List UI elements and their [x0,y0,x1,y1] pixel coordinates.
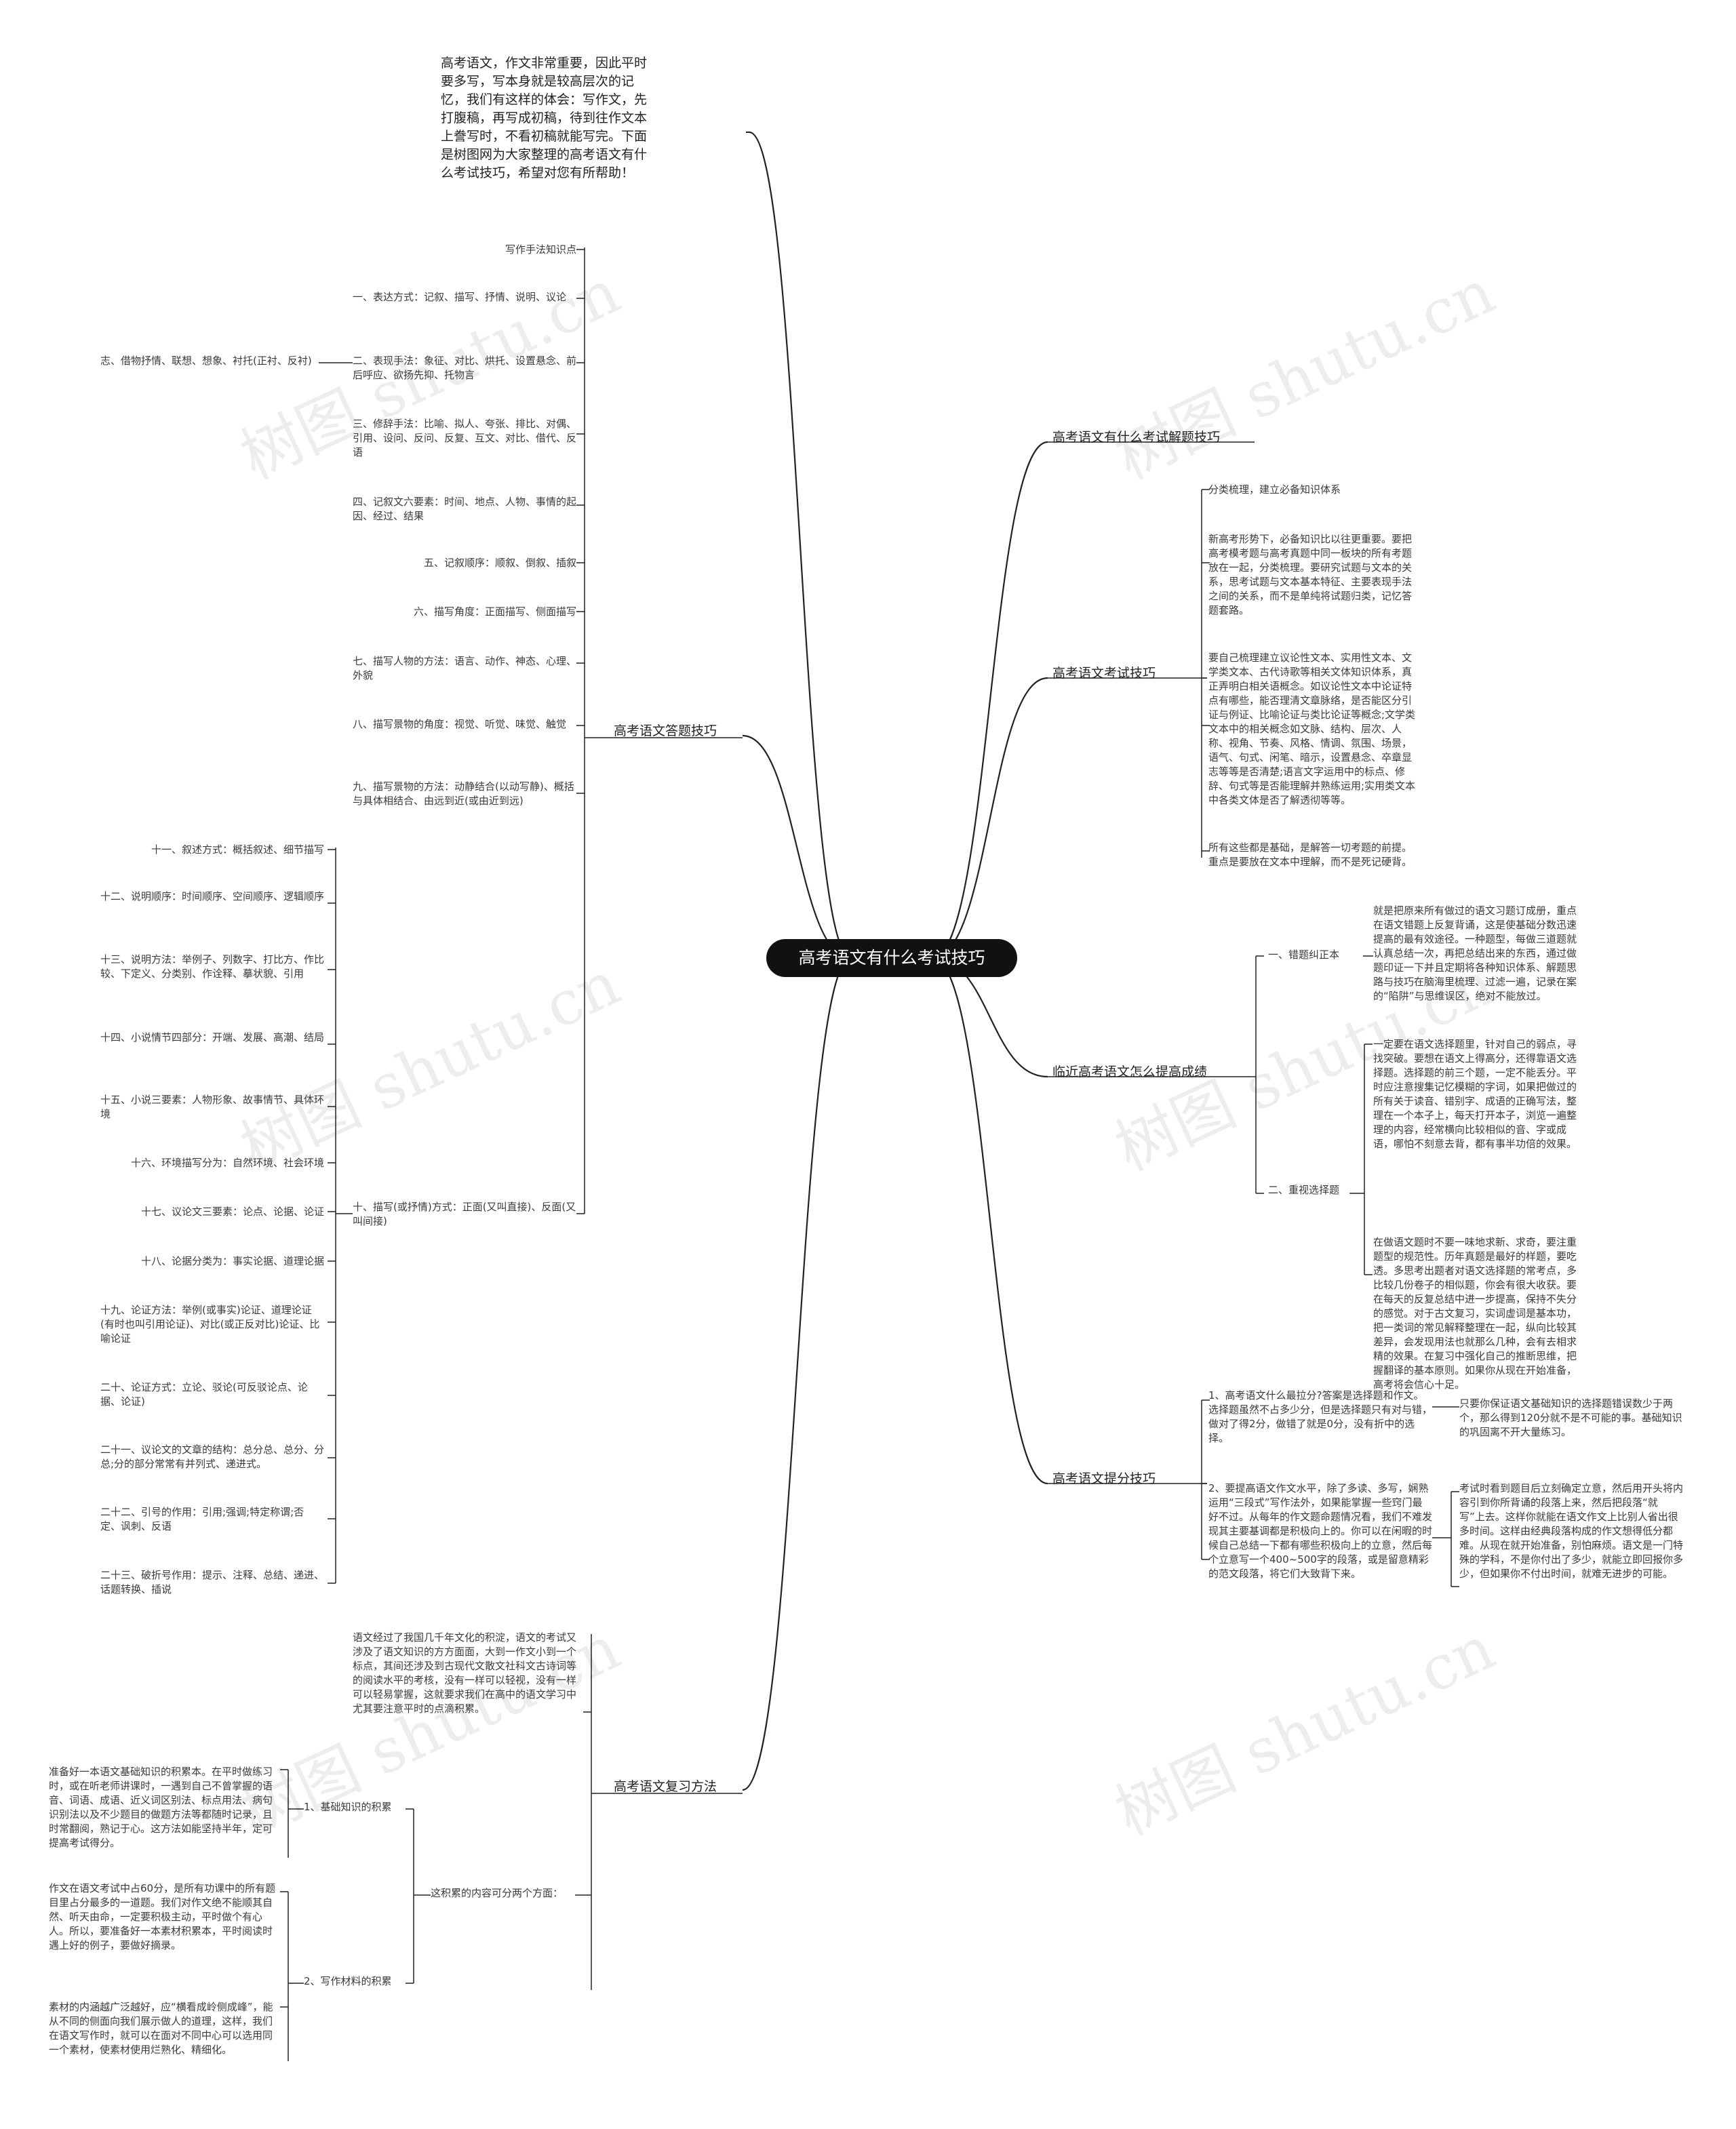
branch-solve-skills[interactable]: 高考语文有什么考试解题技巧 [1052,430,1221,445]
branch-exam-skills[interactable]: 高考语文考试技巧 [1052,666,1156,681]
review-sub-label: 这积累的内容可分两个方面： [431,1887,564,1899]
answer-far-left: 志、借物抒情、联想、想象、衬托(正衬、反衬) [100,355,312,367]
answer-sub-item: 十一、叙述方式：概括叙述、细节描写 [151,843,324,856]
connector-line [932,441,1048,959]
answer-item: 九、描写景物的方法：动静结合(以动写静)、概括与具体相结合、由远到近(或由近到远… [353,780,574,807]
connector-line [742,957,852,1791]
review-part-label: 1、基础知识的积累 [304,1801,392,1813]
answer-item: 四、记叙文六要素：时间、地点、人物、事情的起因、经过、结果 [353,496,577,522]
improve-part-label: 二、重视选择题 [1268,1184,1340,1196]
answer-item: 三、修辞手法：比喻、拟人、夸张、排比、对偶、引用、设问、反问、反复、互文、对比、… [353,418,577,458]
score-item: 1、高考语文什么最拉分?答案是选择题和作文。选择题虽然不占多少分，但是选择题只有… [1208,1389,1433,1444]
review-part-text: 素材的内涵越广泛越好，应“横看成岭侧成峰”，能从不同的侧面向我们展示做人的道理，… [49,2001,273,2056]
answer-sub-item: 二十一、议论文的文章的结构：总分总、总分、分总;分的部分常常有并列式、递进式。 [100,1444,325,1470]
answer-sub-item: 二十二、引号的作用：引用;强调;特定称谓;否定、讽刺、反语 [100,1506,304,1532]
review-text: 语文经过了我国几千年文化的积淀，语文的考试又涉及了语文知识的方方面面，大到一作文… [353,1631,577,1715]
answer-sub-item: 十六、环境描写分为：自然环境、社会环境 [130,1157,324,1169]
exam-item: 新高考形势下，必备知识比以往更重要。要把高考模考题与高考真题中同一板块的所有考题… [1208,533,1413,616]
answer-sub-item: 二十三、破折号作用：提示、注释、总结、递进、话题转换、插说 [100,1569,325,1595]
connector-line [749,131,852,959]
improve-part-text: 一定要在语文选择题里，针对自己的弱点，寻找突破。要想在语文上得高分，还得靠语文选… [1373,1038,1577,1150]
answer-item: 二、表现手法：象征、对比、烘托、设置悬念、前后呼应、欲扬先抑、托物言 [353,355,577,381]
answer-item: 六、描写角度：正面描写、侧面描写 [413,605,576,618]
improve-part-text: 就是把原来所有做过的语文习题订成册，重点在语文错题上反复背诵，这是使基础分数迅速… [1373,904,1577,1002]
answer-sub-item: 十八、论据分类为：事实论据、道理论据 [140,1255,324,1267]
review-part-text: 作文在语文考试中占60分，是所有功课中的所有题目里占分最多的一道题。我们对作文绝… [49,1882,276,1951]
review-part-text: 准备好一本语文基础知识的积累本。在平时做练习时，或在听老师讲课时，一遇到自己不曾… [49,1766,273,1849]
branch-answer-skills[interactable]: 高考语文答题技巧 [614,723,717,738]
review-part-label: 2、写作材料的积累 [304,1975,392,1987]
answer-sub-item: 十四、小说情节四部分：开端、发展、高潮、结局 [100,1031,325,1043]
exam-item: 分类梳理，建立必备知识体系 [1208,483,1341,496]
improve-part-text: 在做语文题时不要一味地求新、求奇，要注重题型的规范性。历年真题是最好的样题，要吃… [1373,1236,1577,1391]
answer-item: 七、描写人物的方法：语言、动作、神态、心理、外貌 [353,655,577,681]
root-node[interactable]: 高考语文有什么考试技巧 [766,939,1017,977]
score-detail: 考试时看到题目后立刻确定立意，然后用开头将内容引到你所背诵的段落上来，然后把段落… [1459,1482,1684,1580]
exam-item: 所有这些都是基础，是解答一切考题的前提。重点是要放在文本中理解，而不是死记硬背。 [1208,841,1413,868]
answer-sub-item: 十九、论证方法：举例(或事实)论证、道理论证(有时也叫引用论证)、对比(或正反对… [100,1304,320,1345]
connector-line [932,677,1048,959]
answer-sub-item: 十七、议论文三要素：论点、论据、论证 [140,1206,324,1218]
score-item: 2、要提高语文作文水平，除了多读、多写，娴熟运用“三段式”写作法外，如果能掌握一… [1208,1482,1433,1580]
answer-item: 写作手法知识点 [505,243,576,256]
branch-review-methods[interactable]: 高考语文复习方法 [614,1779,717,1794]
answer-item: 一、表达方式：记叙、描写、抒情、说明、议论 [353,291,567,303]
answer-item: 五、记叙顺序：顺叙、倒叙、插叙 [423,557,576,569]
connector-line [932,957,1048,1485]
intro-text: 高考语文，作文非常重要，因此平时要多写，写本身就是较高层次的记忆，我们有这样的体… [441,56,648,180]
answer-sub-item: 二十、论证方式：立论、驳论(可反驳论点、论据、论证) [100,1381,308,1408]
answer-sub-item: 十二、说明顺序：时间顺序、空间顺序、逻辑顺序 [100,890,325,902]
answer-sub-item: 十五、小说三要素：人物形象、故事情节、具体环境 [100,1094,325,1120]
branch-score-tips[interactable]: 高考语文提分技巧 [1052,1471,1156,1486]
exam-item: 要自己梳理建立议论性文本、实用性文本、文学类文本、古代诗歌等相关文体知识体系，真… [1208,652,1416,806]
answer-sub-item: 十三、说明方法：举例子、列数字、打比方、作比较、下定义、分类别、作诠释、摹状貌、… [100,953,325,980]
answer-item: 十、描写(或抒情)方式：正面(又叫直接)、反面(又叫间接) [353,1201,576,1227]
branch-improve-score[interactable]: 临近高考语文怎么提高成绩 [1052,1064,1208,1079]
improve-part-label: 一、错题纠正本 [1268,949,1340,961]
score-detail: 只要你保证语文基础知识的选择题错误数少于两个，那么得到120分就不是不可能的事。… [1459,1397,1682,1438]
answer-item: 八、描写景物的角度：视觉、听觉、味觉、触觉 [353,718,567,730]
